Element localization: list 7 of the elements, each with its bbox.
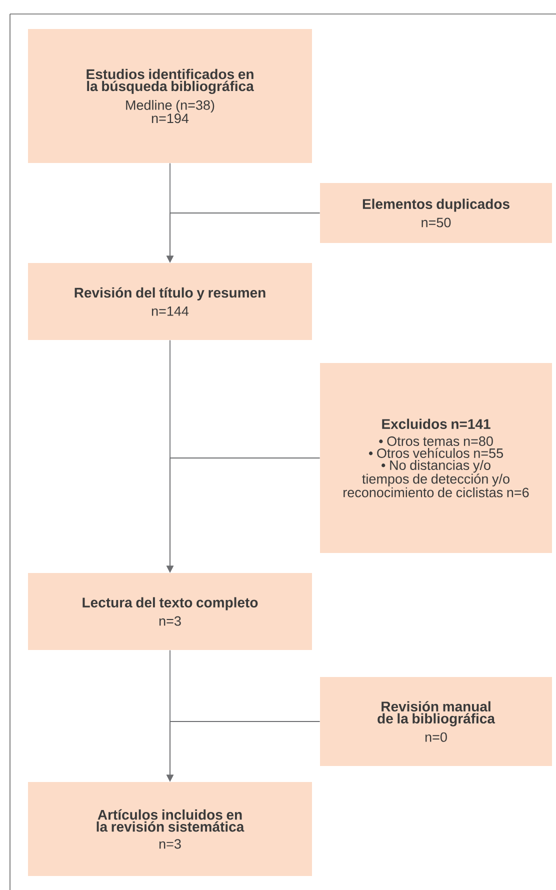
flow-box: Elementos duplicados n=50 (320, 183, 552, 243)
flow-box: Artículos incluidos en la revisión sistemática n=3 (28, 782, 312, 876)
flow-box: Revisión manual de la bibliográfica n=0 (320, 677, 552, 766)
flow-box: Revisión del título y resumen n=144 (28, 263, 312, 340)
flow-box: Lectura del texto completo n=3 (28, 573, 312, 650)
flow-box: Estudios identificados en la búsqueda bibliográfica Medline (n=38) n=194 (28, 29, 312, 163)
flow-box: Excluidos n=141 • Otros temas n=80 • Otros vehículos n=55 • No distancias y/o tiempos de detección y/o reconocimiento de ciclistas n=6 (320, 363, 552, 553)
